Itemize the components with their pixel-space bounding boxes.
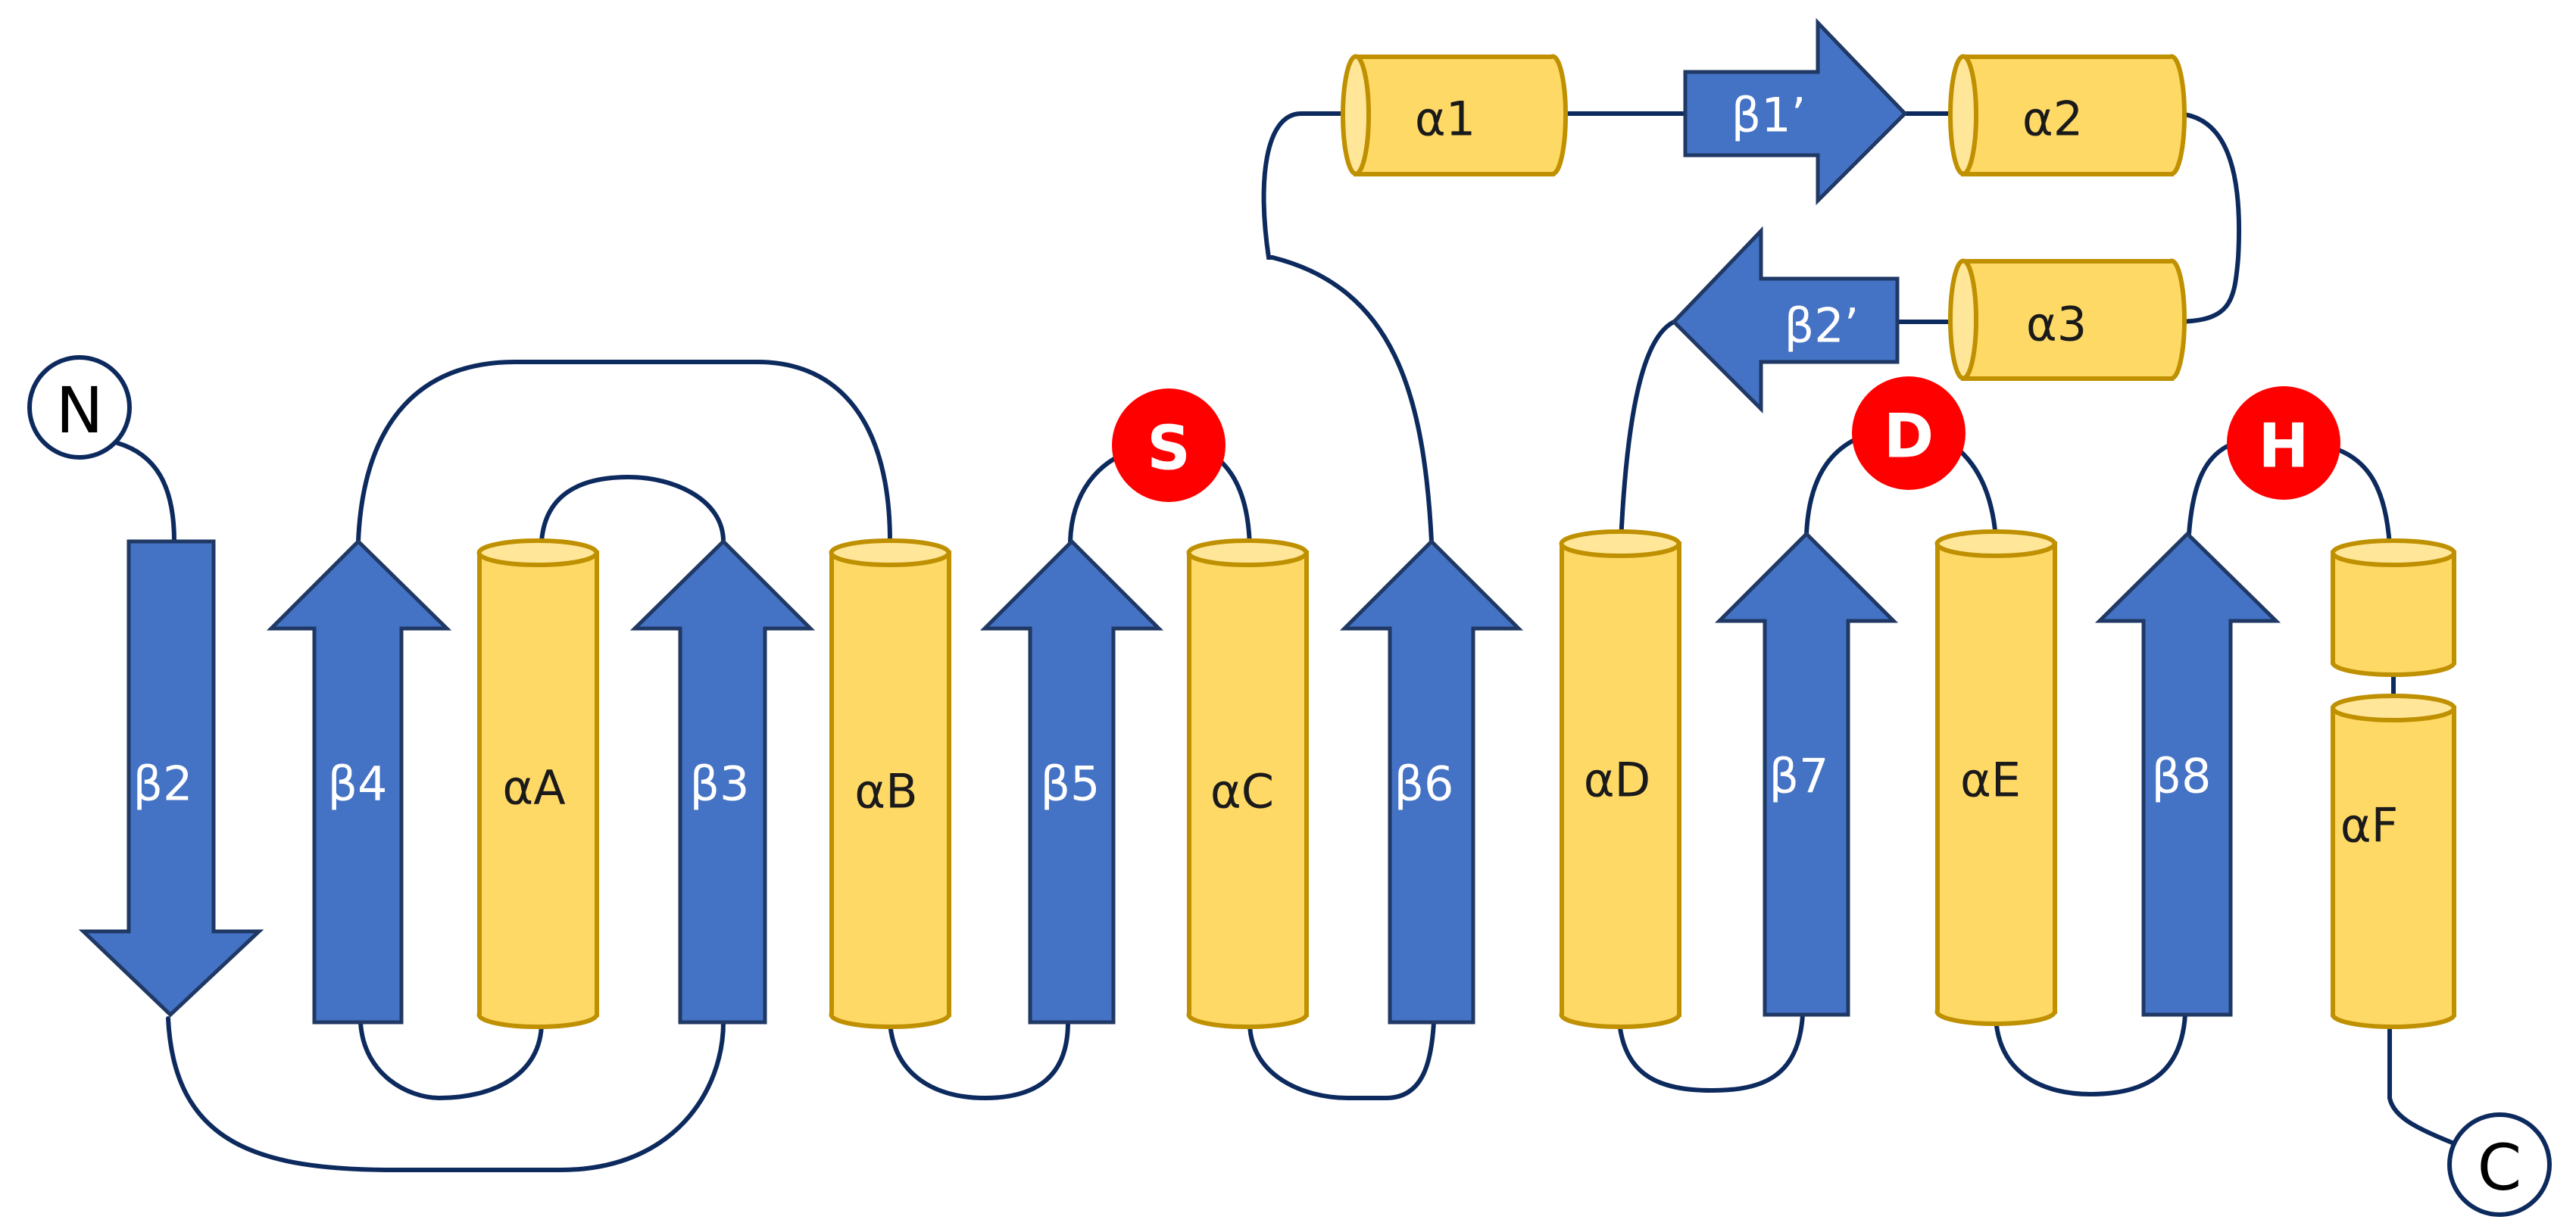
helix-aF: αF	[2331, 694, 2456, 1029]
loop-b2-to-b3	[166, 1016, 726, 1172]
active-site-histidine-label: H	[2259, 411, 2309, 482]
loop-a2-to-a3	[2172, 111, 2242, 324]
helix-a3-label: α3	[2026, 297, 2087, 352]
helix-a3: α3	[1948, 258, 2187, 381]
strand-b3: β3	[629, 538, 816, 1025]
strand-b1p: β1’	[1683, 17, 1908, 206]
loop-aB-to-b5	[888, 1020, 1070, 1101]
helix-aF-upper	[2331, 538, 2456, 677]
helix-aA-label: αA	[502, 760, 565, 816]
loop-b7-to-d	[1804, 437, 1858, 536]
helix-aF-label: αF	[2340, 798, 2399, 853]
strand-b2-label: β2	[133, 756, 192, 812]
strand-b3-label: β3	[689, 756, 749, 812]
strand-b5: β5	[979, 538, 1164, 1025]
loop-b6-to-a1	[1261, 111, 1434, 544]
helix-a1-label: α1	[1415, 92, 1475, 147]
active-site-histidine: H	[2227, 386, 2340, 500]
strand-b6-label: β6	[1394, 756, 1453, 812]
helix-aE-label: αE	[1960, 753, 2021, 808]
loop-b4-to-aA	[358, 1020, 544, 1101]
helix-a2: α2	[1948, 54, 2187, 176]
c-terminus: C	[2447, 1112, 2552, 1217]
active-site-aspartate: D	[1852, 376, 1966, 490]
loop-aD-to-b7	[1617, 1012, 1805, 1093]
helix-aD-label: αD	[1584, 753, 1651, 808]
loop-h-to-aF	[2327, 444, 2392, 547]
helix-aB: αB	[829, 538, 951, 1029]
loop-b2p-to-aD	[1619, 320, 1676, 544]
loops	[115, 111, 2456, 1172]
n-terminus-label: N	[56, 373, 104, 448]
strand-b7-label: β7	[1769, 749, 1828, 804]
loop-aC-to-b6	[1247, 1020, 1436, 1100]
strand-b4: β4	[266, 538, 452, 1025]
loop-b4-to-aB	[356, 360, 892, 544]
loop-aA-to-b3	[539, 474, 726, 544]
helix-a1: α1	[1341, 54, 1568, 176]
helix-aA: αA	[476, 538, 599, 1029]
helix-aC-label: αC	[1210, 764, 1274, 819]
loop-n-to-b2	[115, 441, 176, 544]
active-site-serine-label: S	[1147, 413, 1191, 484]
c-terminus-label: C	[2478, 1131, 2522, 1205]
loop-b8-to-h	[2187, 441, 2237, 536]
helix-aD: αD	[1559, 529, 1681, 1029]
strand-b7: β7	[1714, 531, 1899, 1017]
helix-a2-label: α2	[2022, 92, 2083, 147]
strand-b8: β8	[2094, 531, 2281, 1017]
active-site-serine: S	[1112, 388, 1226, 502]
loop-aF-to-c	[2387, 1016, 2456, 1146]
strand-b2p: β2’	[1671, 226, 1900, 414]
strand-b2: β2	[78, 539, 264, 1018]
strand-b1p-label: β1’	[1731, 88, 1806, 143]
strand-b6: β6	[1339, 538, 1524, 1025]
strand-b2p-label: β2’	[1784, 298, 1859, 354]
helix-aC: αC	[1186, 538, 1309, 1029]
strand-b5-label: β5	[1040, 756, 1100, 812]
strand-b8-label: β8	[2151, 749, 2211, 804]
n-terminus: N	[27, 355, 132, 460]
active-site-aspartate-label: D	[1884, 401, 1934, 472]
loop-aE-to-b8	[1994, 1012, 2187, 1097]
helix-aE: αE	[1934, 529, 2057, 1026]
helix-aB-label: αB	[854, 764, 917, 819]
strand-b4-label: β4	[327, 756, 387, 812]
